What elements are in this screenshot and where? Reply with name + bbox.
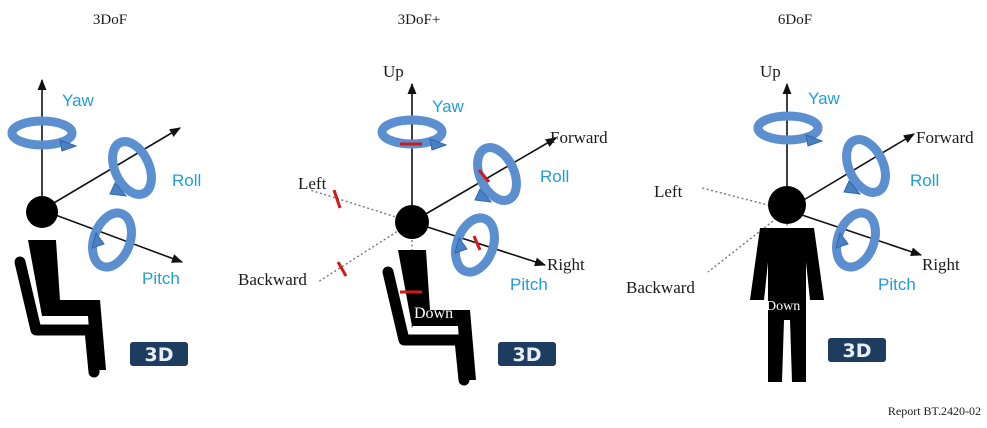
label-forward: Forward xyxy=(550,128,608,147)
backward-axis xyxy=(707,209,788,273)
label-up: Up xyxy=(760,62,781,81)
backward-axis xyxy=(317,221,413,283)
standing-person-figure xyxy=(750,186,824,382)
roll-rotation-icon xyxy=(108,137,156,199)
report-reference: Report BT.2420-02 xyxy=(888,404,981,418)
label-yaw: Yaw xyxy=(808,89,841,108)
label-pitch: Pitch xyxy=(878,275,916,294)
label-yaw: Yaw xyxy=(432,97,465,116)
panel-3dof: 3DoF Yaw Roll Pitch 3D xyxy=(7,12,201,378)
panel-6dof: 6DoF Up Forward Left Backward xyxy=(626,12,974,382)
label-left: Left xyxy=(654,182,683,201)
label-right: Right xyxy=(922,255,960,274)
yaw-rotation-icon xyxy=(753,111,824,147)
3d-logo-icon: 3D xyxy=(498,342,556,366)
label-pitch: Pitch xyxy=(510,275,548,294)
label-backward: Backward xyxy=(626,278,695,297)
svg-text:3D: 3D xyxy=(145,344,174,366)
panel-title-6dof: 6DoF xyxy=(778,12,812,28)
right-translation-marker xyxy=(472,235,482,251)
label-right: Right xyxy=(547,255,585,274)
label-yaw: Yaw xyxy=(62,91,95,110)
3d-logo-icon: 3D xyxy=(130,342,188,366)
svg-text:3D: 3D xyxy=(843,340,872,362)
label-up: Up xyxy=(383,62,404,81)
forward-translation-marker xyxy=(477,169,491,183)
right-axis xyxy=(786,209,923,257)
label-backward: Backward xyxy=(238,270,307,289)
3d-logo-icon: 3D xyxy=(828,338,886,362)
label-down: Down xyxy=(414,305,453,322)
seated-person-figure xyxy=(382,205,476,386)
panel-3dof-plus: 3DoF+ xyxy=(238,12,608,386)
label-roll: Roll xyxy=(540,167,569,186)
svg-text:3D: 3D xyxy=(513,344,542,366)
yaw-rotation-icon xyxy=(7,116,78,152)
label-forward: Forward xyxy=(916,128,974,147)
panel-title-3dof: 3DoF xyxy=(93,12,127,28)
backward-translation-marker xyxy=(336,261,348,277)
pitch-rotation-icon xyxy=(451,213,499,277)
label-pitch: Pitch xyxy=(142,269,180,288)
label-left: Left xyxy=(298,174,327,193)
pitch-rotation-icon xyxy=(832,208,880,272)
left-translation-marker xyxy=(332,189,342,209)
seated-person-figure xyxy=(14,196,106,378)
pitch-axis xyxy=(41,209,184,263)
roll-rotation-icon xyxy=(473,143,521,205)
roll-rotation-icon xyxy=(842,135,890,197)
label-roll: Roll xyxy=(910,171,939,190)
label-down: Down xyxy=(766,299,800,314)
panel-title-3dof-plus: 3DoF+ xyxy=(398,12,441,28)
pitch-rotation-icon xyxy=(88,208,136,272)
label-roll: Roll xyxy=(172,171,201,190)
